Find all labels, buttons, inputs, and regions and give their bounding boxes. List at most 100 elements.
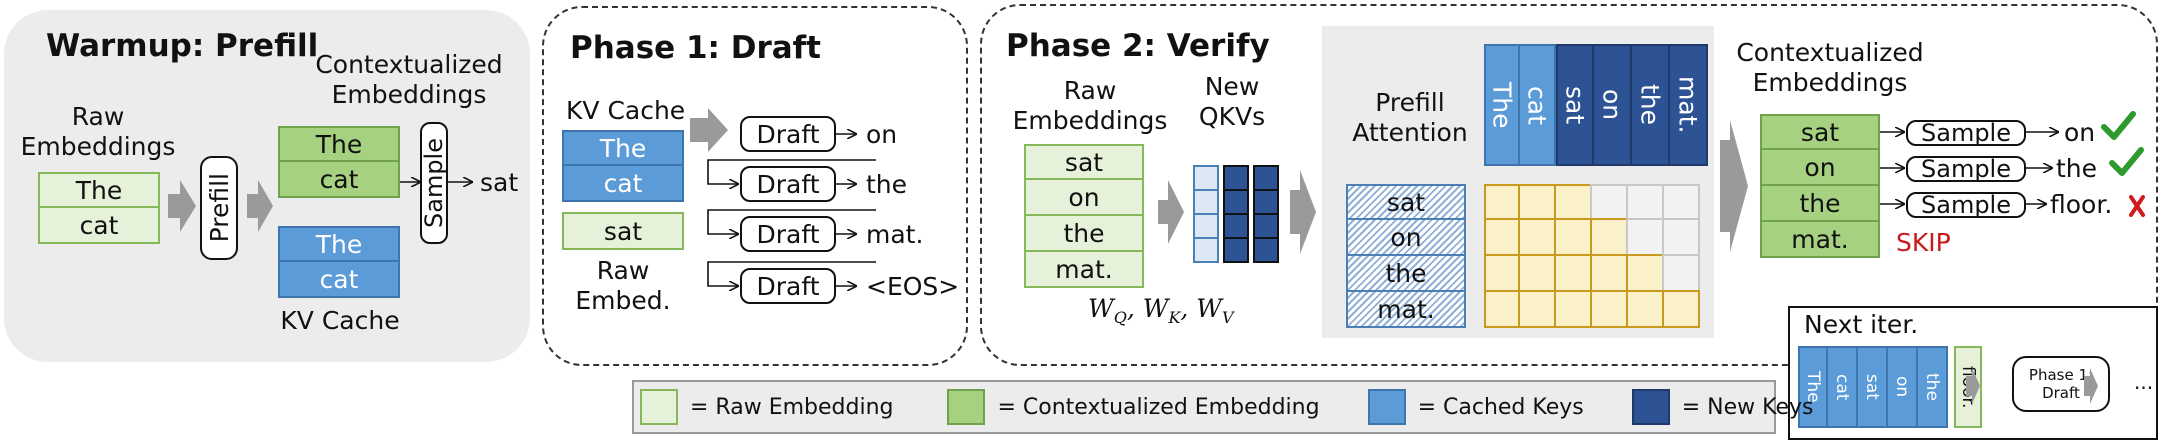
query-stack: sat on the mat. (1346, 184, 1466, 328)
token-text: on (1892, 376, 1912, 398)
next-iter-ellipsis: ... (2134, 370, 2154, 394)
next-iter-phase-label: Phase 1: Draft (2028, 366, 2094, 402)
attention-label: Prefill Attention (1352, 88, 1468, 147)
verify-sample-box: Sample (1906, 119, 2026, 147)
cached-key-cell: The (562, 130, 684, 166)
ctx-embedding-cell: The (278, 126, 400, 162)
qkv-blocks (1193, 165, 1279, 263)
cached-key-column: cat (1520, 44, 1556, 166)
attention-cell (1662, 218, 1700, 256)
cached-key-cell: cat (562, 166, 684, 202)
verify-sample-box: Sample (1906, 191, 2026, 219)
draft-output-token: the (866, 170, 908, 199)
legend (632, 380, 1776, 434)
weights-label: WQ, WK, WV (1088, 294, 1234, 327)
new-key-column: the (1632, 44, 1670, 166)
token-text: The (1803, 371, 1823, 403)
warmup-sample-box: Sample (420, 122, 448, 244)
raw-embedding-cell: cat (38, 208, 160, 244)
phase1-kv-stack: The cat (562, 130, 684, 202)
phase1-kv-label: KV Cache (566, 96, 686, 125)
warmup-title: Warmup: Prefill (46, 28, 319, 64)
cached-key-text: cat (1522, 85, 1552, 125)
raw-embedding-cell: The (38, 172, 160, 208)
block-arrow (690, 108, 728, 152)
draft-box: Draft (740, 116, 836, 152)
next-iter-phase-box: Phase 1: Draft (2012, 356, 2110, 412)
attention-cell (1518, 254, 1556, 292)
attention-cell (1626, 290, 1664, 328)
cached-key-column: on (1888, 346, 1918, 428)
verify-output-token: on (2064, 118, 2096, 147)
draft-box: Draft (740, 268, 836, 304)
weight-letter: W (1142, 294, 1169, 323)
token-text: sat (1862, 374, 1882, 400)
legend-label: = Raw Embedding (690, 394, 894, 420)
attention-cell (1662, 290, 1700, 328)
verify-output-token: the (2056, 154, 2098, 183)
loop-arrow (707, 261, 876, 286)
block-arrow (1720, 120, 1748, 252)
new-key-column: on (1594, 44, 1632, 166)
cached-key-column: The (1484, 44, 1520, 166)
block-arrow (168, 180, 196, 232)
legend-swatch-cached-keys (1367, 389, 1406, 425)
sample-label: Sample (1921, 191, 2011, 219)
warmup-kv-label: KV Cache (280, 306, 400, 335)
token-text: cat (1832, 373, 1852, 401)
attention-cell (1590, 218, 1628, 256)
query-cell: the (1346, 256, 1466, 292)
query-cell: on (1346, 220, 1466, 256)
prefill-box: Prefill (200, 156, 238, 260)
sample-label: Sample (1921, 119, 2011, 147)
raw-embedding-cell: mat. (1024, 252, 1144, 288)
query-cell: mat. (1346, 292, 1466, 328)
draft-label: Draft (756, 271, 820, 301)
phase2-ctx-label: Contextualized Embeddings (1736, 38, 1924, 97)
key-block (1223, 165, 1249, 263)
new-key-text: on (1597, 89, 1627, 121)
cached-key-column: The (1798, 346, 1828, 428)
legend-label: = Cached Keys (1417, 394, 1584, 420)
sample-label: Sample (1921, 155, 2011, 183)
cached-key-text: The (1487, 81, 1517, 129)
attention-matrix (1484, 184, 1700, 328)
warmup-ctx-stack: The cat (278, 126, 400, 198)
legend-label: = New Keys (1681, 394, 1814, 420)
next-iter-title: Next iter. (1804, 310, 1919, 339)
cached-key-column: the (1918, 346, 1948, 428)
legend-label: = Contextualized Embedding (997, 394, 1320, 420)
skip-label: SKIP (1896, 228, 1951, 257)
phase1-panel (542, 6, 968, 366)
warmup-output-token: sat (480, 168, 519, 197)
new-key-column: mat. (1670, 44, 1708, 166)
new-key-text: sat (1560, 85, 1590, 125)
new-key-column: sat (1556, 44, 1594, 166)
phase2-ctx-stack: sat on the mat. (1760, 114, 1880, 258)
legend-swatch-raw (640, 389, 678, 425)
weight-subscript: V (1222, 308, 1234, 327)
key-header: The cat sat on the mat. (1484, 44, 1708, 166)
warmup-raw-stack: The cat (38, 172, 160, 244)
warmup-raw-label: Raw Embeddings (20, 102, 176, 161)
attention-cell (1554, 290, 1592, 328)
ctx-embedding-cell: the (1760, 186, 1880, 222)
qkv-label: New QKVs (1198, 72, 1266, 131)
block-arrow (247, 180, 273, 232)
weight-letter: W (1196, 294, 1222, 323)
phase1-raw-cell: sat (562, 212, 684, 250)
attention-cell (1484, 290, 1522, 328)
legend-swatch-ctx (947, 389, 986, 425)
block-arrow (1158, 180, 1184, 244)
token-text: the (1922, 373, 1942, 401)
check-icon (2108, 144, 2144, 180)
draft-box: Draft (740, 216, 836, 252)
weight-letter: W (1088, 294, 1114, 323)
draft-label: Draft (756, 119, 820, 149)
raw-embedding-cell: the (1024, 216, 1144, 252)
cached-key-column: cat (1828, 346, 1858, 428)
block-arrow (2084, 368, 2098, 404)
draft-label: Draft (756, 169, 820, 199)
new-key-text: mat. (1673, 76, 1703, 134)
cached-key-cell: The (278, 226, 400, 262)
